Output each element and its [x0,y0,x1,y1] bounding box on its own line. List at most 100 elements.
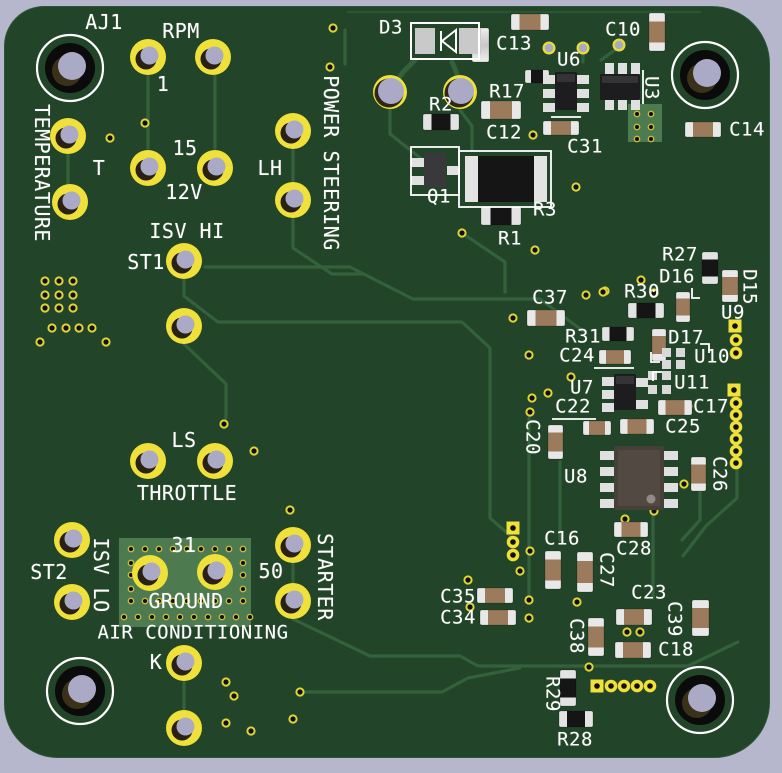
silkscreen-label-lh: LH [257,156,283,180]
refdes-c14: C14 [729,118,765,141]
component-u8 [600,446,678,510]
silkscreen-label-pin1: 1 [156,72,170,96]
refdes-r29: R29 [541,676,564,712]
component-c39 [691,599,710,637]
refdes-d15: D15 [738,269,761,305]
refdes-d3: D3 [379,16,403,39]
component-c10 [648,12,666,52]
silkscreen-label-starter: STARTER [313,533,337,621]
silkscreen-label-power-steering: POWER STEERING [319,75,343,251]
silkscreen-label-aj1: AJ1 [85,10,123,34]
silkscreen-graphics [410,70,710,420]
refdes-r3: R3 [533,198,557,221]
component-c37 [526,309,566,327]
refdes-c18: C18 [658,638,694,661]
refdes-r31: R31 [565,325,601,348]
refdes-c31: C31 [567,135,603,158]
silkscreen-label-isv-hi: ISV HI [149,219,225,243]
silkscreen-label-rpm: RPM [162,19,200,43]
silkscreen-label-air-conditioning: AIR CONDITIONING [97,621,289,644]
refdes-u10: U10 [694,345,730,368]
silkscreen-label-31: 31 [171,533,197,557]
component-c13 [510,13,550,31]
refdes-u6: U6 [557,48,581,71]
silkscreen-label-50: 50 [258,559,284,583]
component-c38 [587,617,605,657]
silkscreen-label-temperature: TEMPERATURE [30,104,54,242]
refdes-c22: C22 [555,395,591,418]
component-c35 [476,587,514,604]
silkscreen-label-t: T [92,156,106,180]
refdes-u8: U8 [564,465,588,488]
component-c28 [613,521,649,538]
smd-components [422,12,739,728]
refdes-r30: R30 [624,280,660,303]
refdes-c34: C34 [440,606,476,629]
refdes-r17: R17 [489,80,525,103]
component-c16-a [544,550,562,590]
component-c18 [614,641,652,659]
diode-symbol [440,27,457,55]
refdes-c26: C26 [708,456,731,492]
refdes-c10: C10 [605,18,641,41]
silkscreen-label-k: K [149,650,163,674]
component-u7 [602,374,648,412]
refdes-c35: C35 [440,585,476,608]
component-c14 [684,121,722,138]
component-c34 [479,609,517,626]
silkscreen-label-ls: LS [171,428,197,452]
component-c31 [542,120,580,136]
refdes-q1: Q1 [427,185,451,208]
refdes-c25: C25 [665,415,701,438]
component-c22 [582,420,612,436]
silkscreen-label-ground: GROUND [148,589,224,613]
component-c23 [615,608,653,626]
pin1-dot [646,494,656,504]
refdes-c28: C28 [616,537,652,560]
refdes-c16: C16 [544,527,580,550]
refdes-u11: U11 [674,371,710,394]
component-d15 [721,269,739,303]
component-c20 [547,424,564,460]
silkscreen-label-st2: ST2 [30,560,68,584]
silkscreen-label-throttle: THROTTLE [136,481,238,505]
refdes-c24: C24 [559,344,595,367]
refdes-r2: R2 [429,93,453,116]
component-r31 [601,326,635,342]
component-r30 [627,302,665,319]
copper-traces [66,10,740,712]
component-q1 [411,153,460,187]
component-r2 [422,113,460,131]
component-c16-b [576,551,594,593]
component-u6 [543,72,589,112]
footprint-u10 [662,348,685,369]
component-r3 [465,156,547,202]
refdes-d16: D16 [659,265,695,288]
refdes-c39: C39 [663,601,686,637]
refdes-d17: D17 [668,326,704,349]
refdes-c12: C12 [486,121,522,144]
refdes-r1: R1 [498,227,522,250]
component-d3 [410,22,481,60]
refdes-c38: C38 [565,618,588,654]
refdes-c20: C20 [521,419,544,455]
component-c17 [657,399,693,416]
refdes-u9: U9 [721,301,745,324]
silkscreen-label-12v: 12V [165,180,203,204]
component-r17 [480,100,522,120]
r3-courtyard [458,150,552,208]
component-d16 [675,291,691,323]
refdes-r28: R28 [557,728,593,751]
component-r28 [558,710,594,728]
refdes-r27: R27 [662,243,698,266]
silkscreen-label-st1: ST1 [127,250,165,274]
component-c26 [690,456,707,492]
component-r29 [559,669,577,707]
component-c25 [619,418,655,435]
component-c24 [598,349,632,365]
refdes-u7: U7 [570,376,594,399]
refdes-c37: C37 [532,286,568,309]
